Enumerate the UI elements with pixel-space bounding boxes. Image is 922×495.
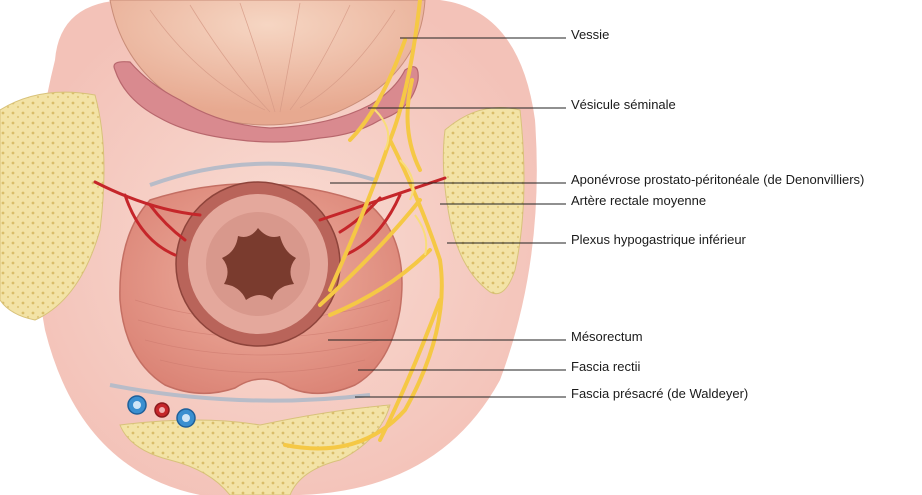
label-vessie: Vessie [571,27,609,42]
label-artere-rectale: Artère rectale moyenne [571,193,706,208]
label-fascia-presacre: Fascia présacré (de Waldeyer) [571,386,748,401]
label-aponevrose: Aponévrose prostato-péritonéale (de Deno… [571,172,864,187]
label-fascia-rectii: Fascia rectii [571,359,640,374]
label-vesicule-seminale: Vésicule séminale [571,97,676,112]
label-mesorectum: Mésorectum [571,329,643,344]
label-plexus: Plexus hypogastrique inférieur [571,232,746,247]
